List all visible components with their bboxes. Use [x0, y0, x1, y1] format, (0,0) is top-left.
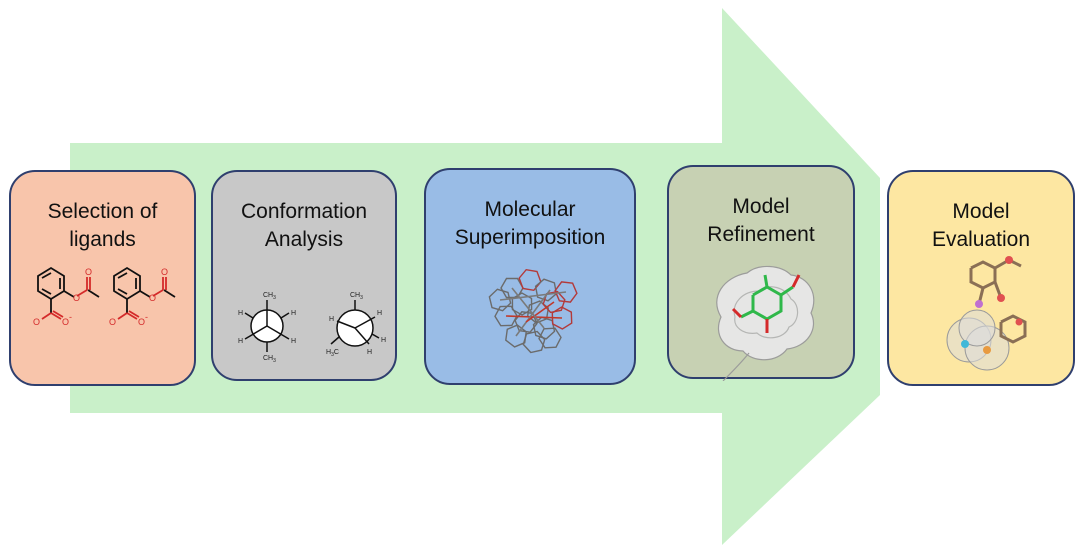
ester-oxygen-label: O: [73, 293, 80, 303]
hydrogen-label: H: [377, 310, 382, 317]
charge-label: -: [145, 312, 148, 322]
refinement-model-illustration: [716, 265, 815, 381]
charge-label: -: [69, 312, 72, 322]
superimposed-ring: [518, 268, 542, 292]
evaluation-model-illustration: [946, 256, 1027, 371]
atom-markers: [961, 256, 1023, 354]
carboxylate-oxygen-label: O: [33, 317, 40, 327]
stage-model-evaluation: Model Evaluation: [887, 170, 1075, 386]
ester-oxygen-label: O: [149, 293, 156, 303]
pharmacophore-spheres: [946, 309, 1010, 371]
stage-conformation-analysis: Conformation Analysis CH3 CH3 H H H H CH…: [211, 170, 397, 381]
hydrogen-label: H: [291, 338, 296, 345]
carbonyl-oxygen-label: O: [161, 267, 168, 277]
stage-title: Model Evaluation: [931, 200, 1031, 251]
superimposed-ring: [554, 281, 578, 303]
hydrogen-label: H: [367, 349, 372, 356]
superimposed-molecules: [488, 268, 578, 354]
methyl-label: CH3: [350, 292, 363, 301]
stage-selection-of-ligands: Selection of ligands O O O O -: [9, 170, 196, 386]
superimposed-ring: [551, 306, 573, 330]
superimposed-ring: [522, 330, 546, 354]
superimposed-ring: [505, 324, 527, 348]
methyl-label: CH3: [263, 355, 276, 364]
ligand-green-structure: [731, 274, 801, 333]
hydrogen-label: H: [291, 310, 296, 317]
superimposed-ring: [538, 327, 562, 349]
newman-projection-eclipsed: [244, 300, 290, 352]
newman-projections-illustration: CH3 CH3 H H H H CH3 H3C H H H H: [238, 292, 386, 364]
hydrogen-label: H: [238, 338, 243, 345]
superimposed-bond: [511, 287, 545, 329]
carbonyl-oxygen-label: O: [85, 267, 92, 277]
superimposed-bond: [499, 291, 567, 301]
stage-title: Selection of ligands: [47, 200, 158, 251]
stage-title: Conformation Analysis: [240, 200, 368, 251]
aspirin-structure-2: [113, 266, 176, 320]
methyl-label: H3C: [326, 349, 339, 358]
stage-title: Model Refinement: [707, 195, 815, 246]
superimposed-bond: [525, 301, 555, 323]
carboxylate-oxygen-label: O: [62, 317, 69, 327]
hydrogen-label: H: [381, 337, 386, 344]
stage-model-refinement: Model Refinement: [667, 165, 855, 381]
superimposed-molecules-illustration: [488, 268, 578, 354]
superimposed-ring: [488, 288, 512, 312]
hydrogen-label: H: [329, 316, 334, 323]
superimposed-ring: [534, 278, 558, 302]
carboxylate-oxygen-label: O: [138, 317, 145, 327]
stage-title: Molecular Superimposition: [454, 198, 606, 249]
carboxylate-oxygen-label: O: [109, 317, 116, 327]
aspirin-structure-1: [37, 266, 100, 320]
stage-molecular-superimposition: Molecular Superimposition: [424, 168, 636, 385]
hydrogen-label: H: [238, 310, 243, 317]
aspirin-structures-illustration: O O O O - O O O O -: [33, 266, 176, 327]
methyl-label: CH3: [263, 292, 276, 301]
newman-projection-staggered: [330, 300, 380, 347]
